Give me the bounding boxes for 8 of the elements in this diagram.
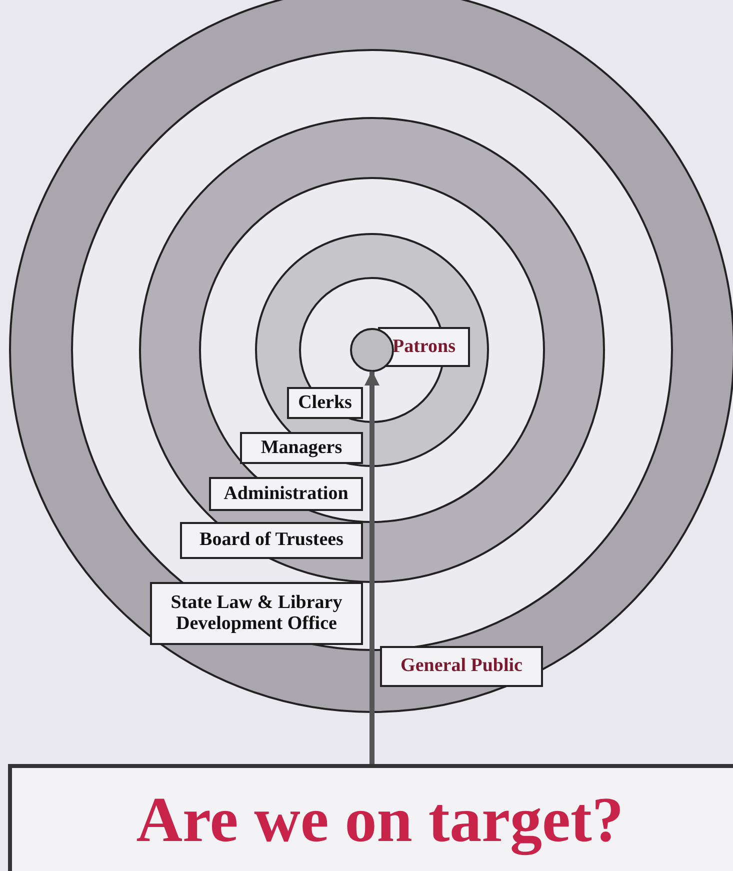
ring-label: Administration xyxy=(209,477,363,511)
ring-label: General Public xyxy=(380,646,543,687)
ring-label: Managers xyxy=(240,432,363,464)
ring-label: Board of Trustees xyxy=(180,522,363,559)
question-banner: Are we on target? xyxy=(8,764,733,871)
arrow xyxy=(364,370,380,764)
ring-label: State Law & Library Development Office xyxy=(150,582,363,645)
ring-label: Clerks xyxy=(287,387,363,419)
